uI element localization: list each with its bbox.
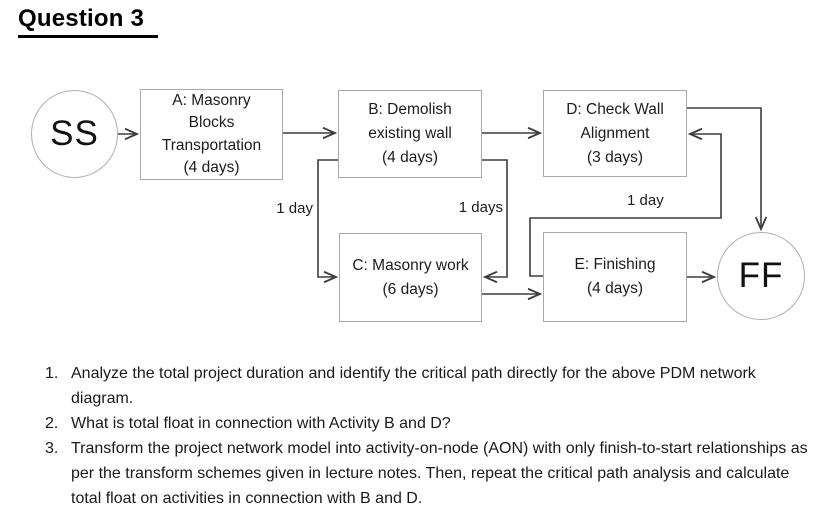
question-3-number: 3. xyxy=(45,440,59,457)
lag-label-b-c-left: 1 day xyxy=(276,200,313,217)
node-activity-a: A: Masonry Blocks Transportation (4 days… xyxy=(140,89,283,180)
question-2-number: 2. xyxy=(45,415,59,432)
node-a-label-line1: A: Masonry xyxy=(172,92,251,110)
edge-b-c-right xyxy=(482,159,508,284)
node-a-label-line2: Blocks xyxy=(188,114,235,132)
node-start-ss: SS xyxy=(31,90,118,178)
question-item-2: 2. What is total float in connection wit… xyxy=(45,411,815,436)
node-b-duration: (4 days) xyxy=(382,149,438,166)
node-a-label-line3: Transportation xyxy=(161,136,262,154)
lag-label-b-c-right: 1 days xyxy=(458,199,503,216)
node-activity-e: E: Finishing (4 days) xyxy=(543,232,687,322)
node-e-label-line1: E: Finishing xyxy=(574,256,656,273)
node-activity-c: C: Masonry work (6 days) xyxy=(339,233,482,322)
node-c-label-line1: C: Masonry work xyxy=(352,256,469,274)
node-b-label-line2: existing wall xyxy=(368,125,452,142)
question-item-1: 1. Analyze the total project duration an… xyxy=(45,361,815,411)
question-3-text: Transform the project network model into… xyxy=(71,440,808,507)
node-a-duration: (4 days) xyxy=(183,158,240,176)
node-e-duration: (4 days) xyxy=(587,280,643,297)
node-finish-ff: FF xyxy=(717,232,805,320)
question-1-text: Analyze the total project duration and i… xyxy=(71,365,756,407)
node-d-label-line1: D: Check Wall xyxy=(566,100,664,118)
node-activity-d: D: Check Wall Alignment (3 days) xyxy=(543,90,687,177)
node-d-duration: (3 days) xyxy=(587,148,643,166)
questions-list: 1. Analyze the total project duration an… xyxy=(45,361,815,511)
node-d-label-line2: Alignment xyxy=(580,124,650,142)
node-activity-b: B: Demolish existing wall (4 days) xyxy=(338,90,482,178)
page-title: Question 3 xyxy=(18,5,159,38)
node-c-duration: (6 days) xyxy=(382,280,439,298)
lag-label-e-d: 1 day xyxy=(627,192,664,209)
node-ss-label: SS xyxy=(50,114,99,153)
edge-d-ff xyxy=(687,107,768,232)
question-2-text: What is total float in connection with A… xyxy=(71,415,451,432)
question-item-3: 3. Transform the project network model i… xyxy=(45,436,815,511)
node-ff-label: FF xyxy=(738,256,784,295)
question-1-number: 1. xyxy=(45,365,59,382)
edge-b-c-left xyxy=(317,159,339,284)
node-b-label-line1: B: Demolish xyxy=(368,101,452,118)
